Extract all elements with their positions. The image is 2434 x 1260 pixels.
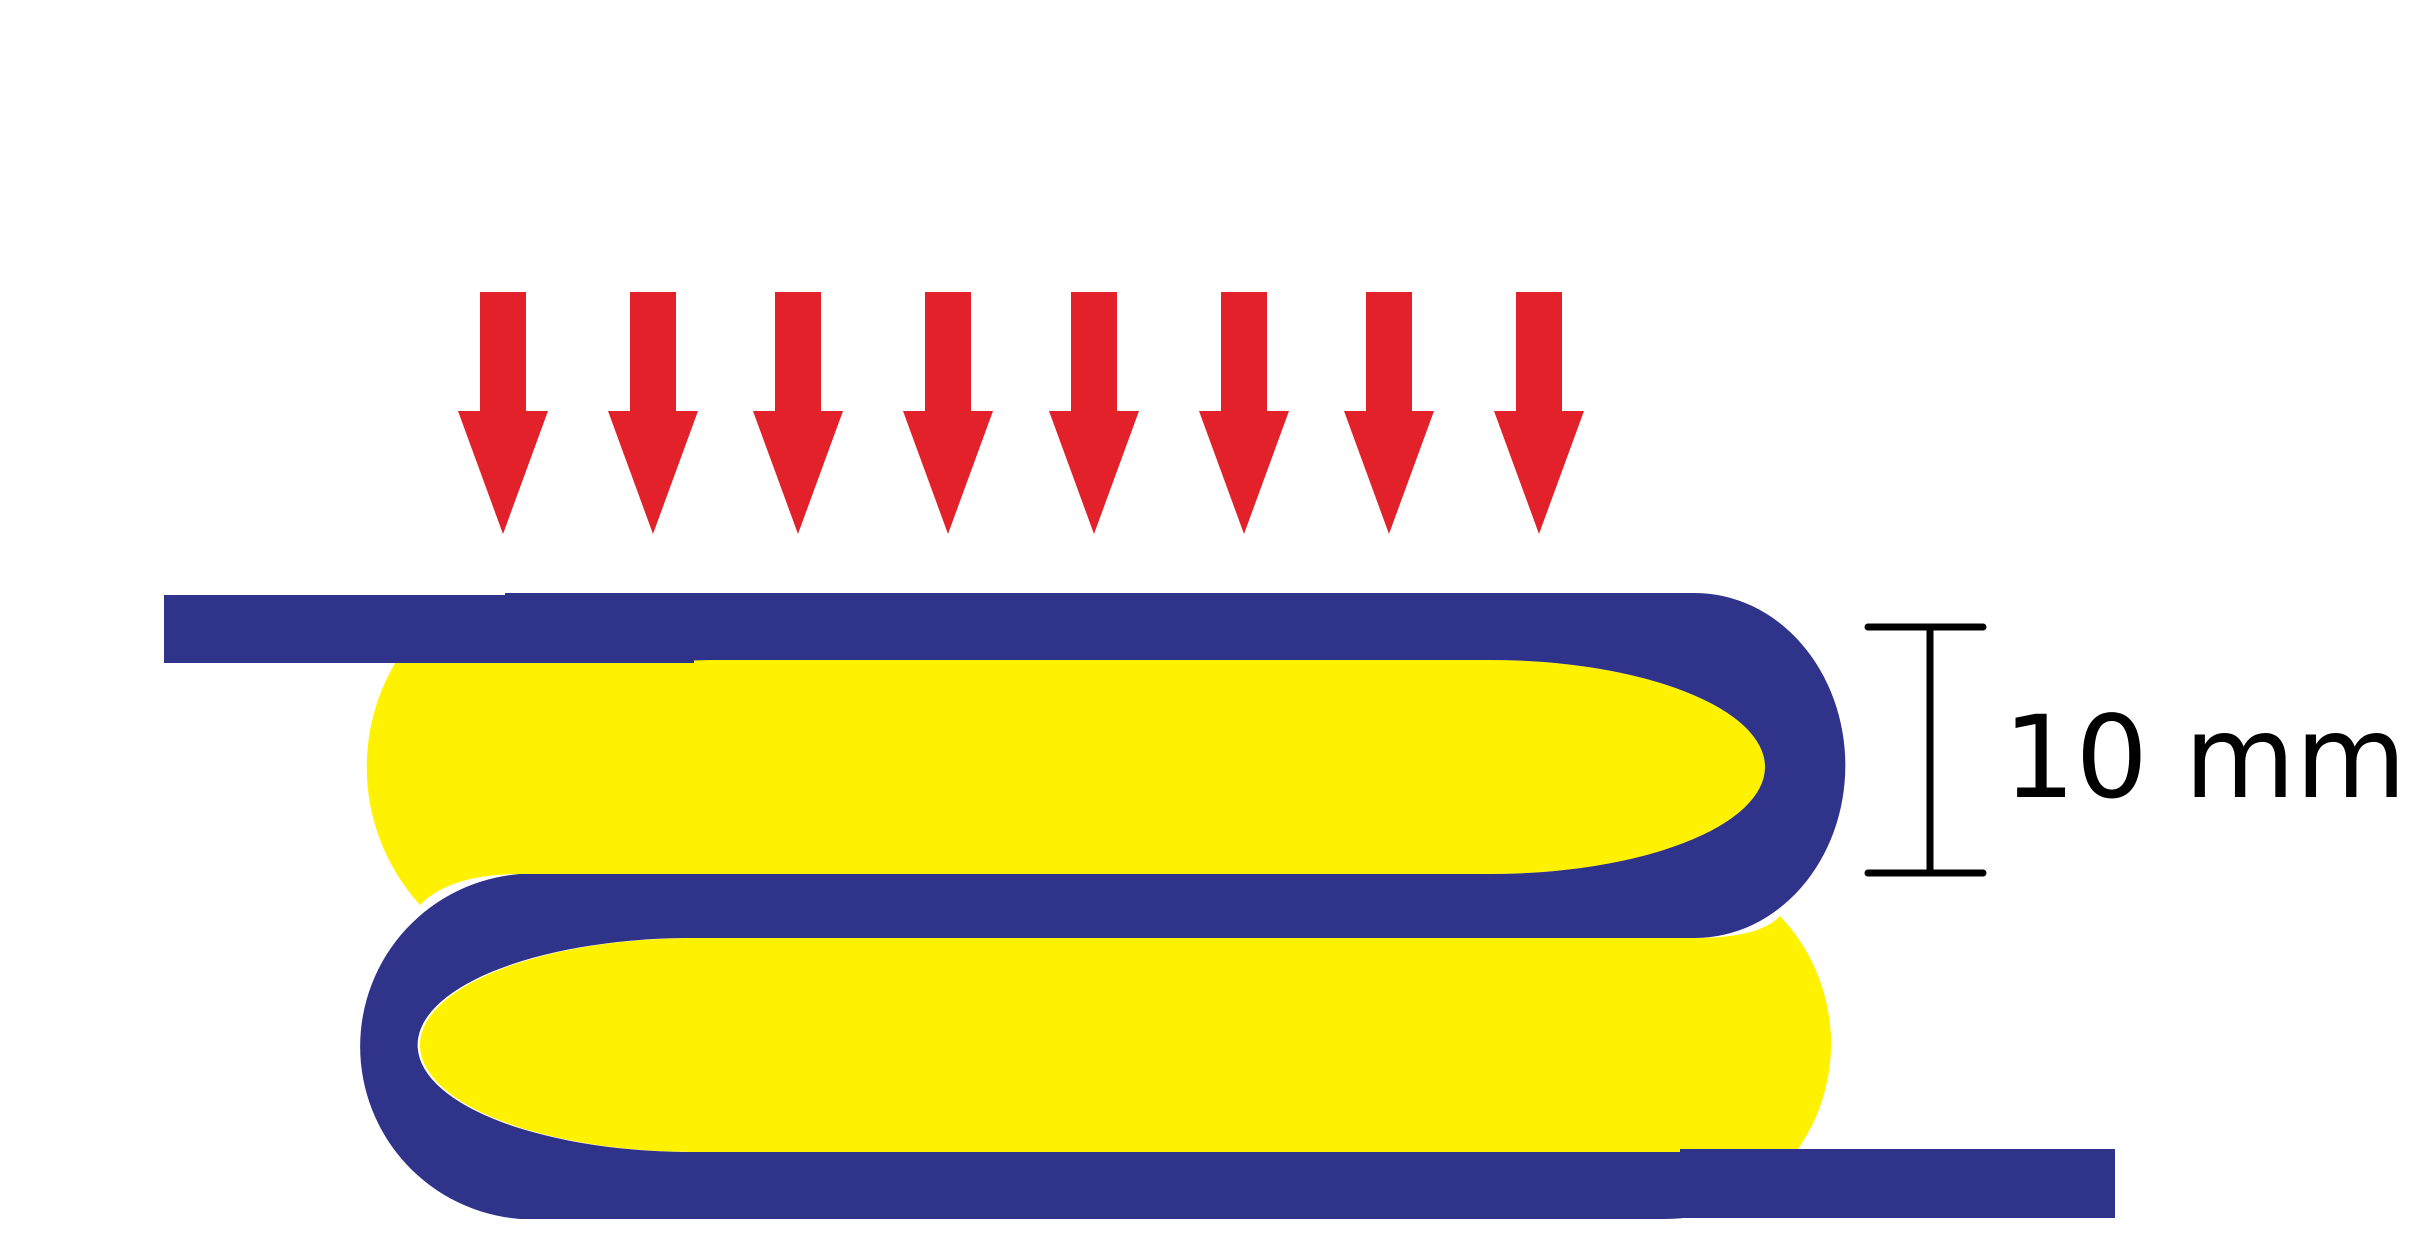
down-arrow-icon — [1494, 292, 1584, 534]
down-arrow-icon — [903, 292, 993, 534]
down-arrow-icon — [608, 292, 698, 534]
membrane-lower-fold — [360, 874, 1690, 1219]
dimension-label: 10 mm — [2003, 691, 2406, 824]
lower-yellow-layer — [419, 916, 1832, 1153]
down-arrow-icon — [1199, 292, 1289, 534]
dimension-indicator: 10 mm — [1864, 623, 2406, 877]
pressure-arrows — [458, 292, 1584, 534]
blue-membrane — [164, 593, 2115, 1219]
membrane-bottom-right-strip — [1680, 1149, 2115, 1218]
down-arrow-icon — [1049, 292, 1139, 534]
yellow-fill-layers — [366, 660, 1832, 1153]
down-arrow-icon — [753, 292, 843, 534]
down-arrow-icon — [1344, 292, 1434, 534]
membrane-upper-fold — [505, 593, 1846, 938]
upper-yellow-layer — [366, 660, 1765, 905]
down-arrow-icon — [458, 292, 548, 534]
